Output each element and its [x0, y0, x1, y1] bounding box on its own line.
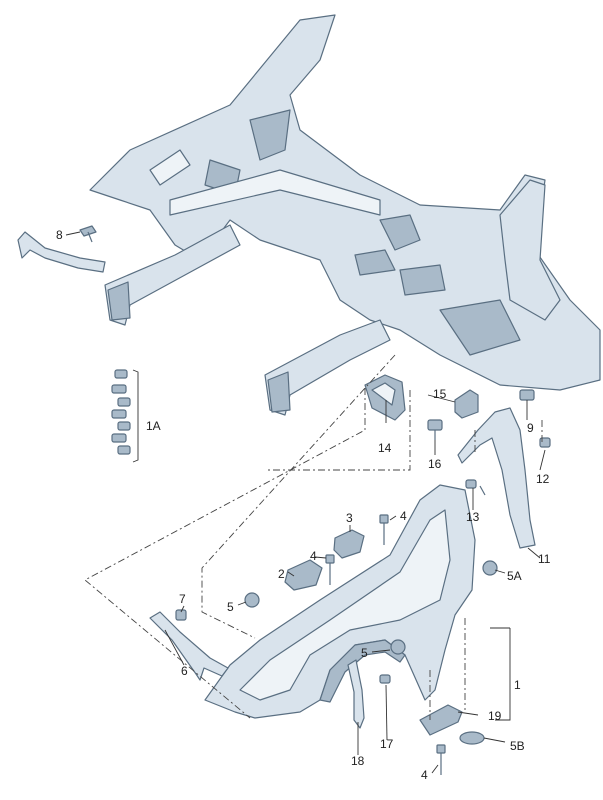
part-5-screws: [244, 560, 498, 745]
callout-6: 6: [181, 664, 188, 678]
part-14-bracket: [364, 374, 406, 421]
assembly-lines: [84, 354, 543, 720]
part-19-bracket: [419, 704, 463, 736]
callout-8: 8: [56, 228, 63, 242]
part-2-bracket: [284, 559, 323, 591]
part-11-arch-strip: [457, 407, 536, 549]
callout-14: 14: [378, 441, 392, 455]
front-body-structure: [89, 14, 601, 416]
callout-1a: 1A: [146, 419, 161, 433]
callout-4-mid: 4: [310, 549, 317, 563]
callout-5-mid: 5: [361, 646, 368, 660]
callout-7: 7: [179, 592, 186, 606]
part-1a-fastener-set: [111, 369, 139, 463]
callout-16: 16: [428, 457, 442, 471]
part-4-stud: [325, 514, 389, 585]
callout-2: 2: [278, 567, 285, 581]
callout-labels: 8 1A 14 15 16 9 12 13 4 3 11 4 2 5A 7 5 …: [56, 228, 551, 782]
callout-5a: 5A: [507, 569, 522, 583]
callout-4-top: 4: [400, 509, 407, 523]
callout-13: 13: [466, 510, 480, 524]
part-16-clip: [427, 419, 443, 440]
leader-lines: [65, 231, 546, 774]
part-4-bolt-bottom: [436, 744, 446, 775]
part-13-screw: [465, 479, 486, 496]
part-15-bracket: [454, 389, 479, 419]
callout-11: 11: [538, 552, 551, 566]
callout-15: 15: [433, 387, 447, 401]
part-17-screw: [379, 674, 391, 684]
part-1-fender: [204, 484, 476, 719]
part-12-clip: [539, 437, 551, 448]
callout-19: 19: [488, 709, 502, 723]
part-18-trim: [347, 659, 365, 729]
callout-4-bottom: 4: [421, 768, 428, 782]
callout-3: 3: [346, 511, 353, 525]
callout-9: 9: [527, 421, 534, 435]
callout-18: 18: [351, 754, 365, 768]
callout-5b: 5B: [510, 739, 525, 753]
part-6-bracket: [149, 611, 229, 681]
callout-5-left: 5: [227, 600, 234, 614]
part-8-bracket: [17, 225, 106, 273]
callout-17: 17: [380, 737, 394, 751]
part-7-nut: [175, 609, 187, 621]
callout-12: 12: [536, 472, 550, 486]
part-9-fastener: [519, 389, 535, 401]
callout-1: 1: [514, 678, 521, 692]
part-3-bracket: [333, 529, 365, 559]
